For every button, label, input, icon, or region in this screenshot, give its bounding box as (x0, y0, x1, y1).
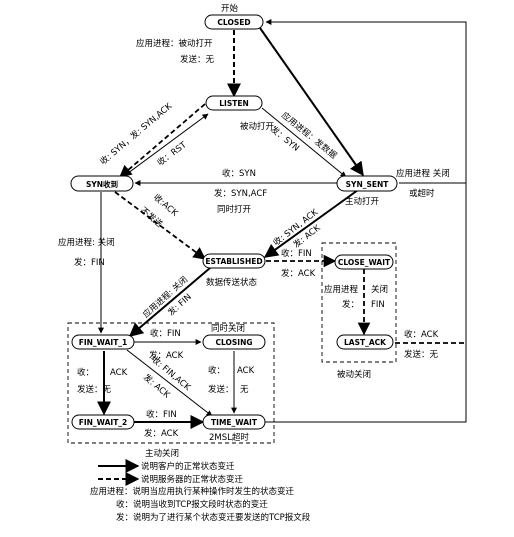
edge-closed-synsent (259, 27, 364, 177)
passive-close-group (321, 242, 397, 363)
state-fin-wait-1: FIN_WAIT_1 (71, 334, 135, 350)
legend-item: 说明客户的正常状态变迁 (141, 461, 235, 472)
legend-item: 收：说明当收到TCP报文段时状态的变迁 (116, 499, 268, 510)
label-fw1-closing-1: 收：FIN (150, 328, 181, 339)
label-cw-la-2: 关闭 (371, 284, 388, 295)
edge-listen-synsent (261, 107, 347, 178)
svg-text:FIN_WAIT_2: FIN_WAIT_2 (79, 418, 128, 427)
label-la-closed-1: 收：ACK (404, 329, 439, 340)
edge-synsent-established (263, 189, 359, 258)
label-fw1-fw2-3: 发送：无 (77, 384, 112, 395)
svg-text:CLOSED: CLOSED (217, 18, 250, 27)
state-established: ESTABLISHED (202, 253, 266, 269)
label-closed-listen-2: 发送：无 (180, 54, 215, 65)
edge-listen-synrcvd (119, 103, 206, 178)
label-sent-closed-2: 或超时 (409, 188, 435, 199)
edge-synrcvd-established (114, 191, 207, 260)
label-est-cw-2: 发：ACK (281, 268, 316, 279)
label-active-close: 主动关闭 (145, 448, 179, 459)
svg-text:TIME_WAIT: TIME_WAIT (211, 418, 258, 427)
label-msl-timeout: 2MSL超时 (209, 432, 249, 443)
label-start: 开始 (221, 3, 239, 14)
edge-timewait-closed (265, 343, 467, 423)
label-closing-tw-2: ACK (237, 366, 255, 376)
state-closed: CLOSED (204, 14, 264, 30)
label-fw1-fw2-2: ACK (110, 368, 128, 378)
label-active-open: 主动打开 (345, 196, 380, 207)
state-closing: CLOSING (202, 334, 266, 350)
label-data-transfer: 数据传送状态 (206, 277, 258, 288)
state-syn-sent: SYN_SENT (336, 175, 398, 192)
label-rcvd-fw1-1: 应用进程: 关闭 (58, 237, 115, 248)
label-fw1-closing-2: 发：ACK (149, 350, 184, 361)
legend: 说明客户的正常状态变迁 说明服务器的正常状态变迁 应用进程：说明当应用执行某种操… (90, 459, 311, 523)
label-la-closed-2: 发送：无 (404, 349, 439, 360)
state-syn-rcvd: SYN收到 (70, 175, 134, 192)
state-fin-wait-2: FIN_WAIT_2 (71, 414, 135, 430)
label-passive-close: 被动关闭 (337, 369, 371, 380)
edge-synsent-closed (265, 19, 467, 184)
label-closing-tw-4: 无 (240, 385, 249, 395)
legend-item: 应用进程：说明当应用执行某种操作时发生的状态变迁 (90, 486, 295, 497)
label-sent-closed-1: 应用进程 关闭 (396, 168, 450, 179)
label-simultaneous-open: 同时打开 (217, 204, 252, 215)
label-cw-la-1: 应用进程 (324, 284, 359, 295)
label-sent-rcvd-1: 收：SYN (222, 168, 256, 179)
label-cw-la-4: FIN (371, 300, 385, 310)
state-close-wait: CLOSE_WAIT (334, 254, 394, 270)
label-rcvd-fw1-2: 发：FIN (74, 257, 105, 268)
label-closing-tw-1: 收： (208, 365, 225, 376)
edge-established-finwait1 (128, 267, 211, 337)
legend-item: 发：说明为了进行某个状态变迁要发送的TCP报文段 (116, 512, 311, 523)
legend-item: 说明服务器的正常状态变迁 (141, 474, 244, 485)
label-cw-la-3: 发： (342, 299, 359, 310)
state-listen: LISTEN (205, 95, 263, 111)
svg-text:LISTEN: LISTEN (219, 99, 249, 108)
svg-text:SYN_SENT: SYN_SENT (346, 180, 390, 189)
edge-synrcvd-listen (119, 113, 209, 180)
label-simultaneous-close: 同时关闭 (211, 323, 245, 334)
label-fw1-fw2-1: 收： (77, 367, 94, 378)
svg-text:FIN_WAIT_1: FIN_WAIT_1 (79, 338, 128, 347)
label-est-cw-1: 收：FIN (281, 248, 312, 259)
svg-text:LAST_ACK: LAST_ACK (344, 338, 387, 347)
svg-text:SYN收到: SYN收到 (86, 179, 118, 189)
svg-text:CLOSING: CLOSING (215, 338, 252, 347)
svg-text:CLOSE_WAIT: CLOSE_WAIT (338, 258, 391, 267)
label-closed-listen-1: 应用进程：被动打开 (136, 38, 213, 49)
label-passive-open: 被动打开 (240, 121, 275, 132)
edge-finwait1-timewait (126, 349, 213, 417)
svg-text:ESTABLISHED: ESTABLISHED (205, 257, 262, 266)
label-closing-tw-3: 发送： (208, 384, 234, 395)
state-time-wait: TIME_WAIT (202, 414, 266, 430)
label-sent-rcvd-2: 发：SYN,ACF (214, 188, 267, 199)
active-close-group (67, 322, 275, 444)
label-fw2-tw-2: 发：ACK (144, 428, 179, 439)
state-last-ack: LAST_ACK (336, 334, 394, 350)
label-fw2-tw-1: 收：FIN (146, 409, 177, 420)
